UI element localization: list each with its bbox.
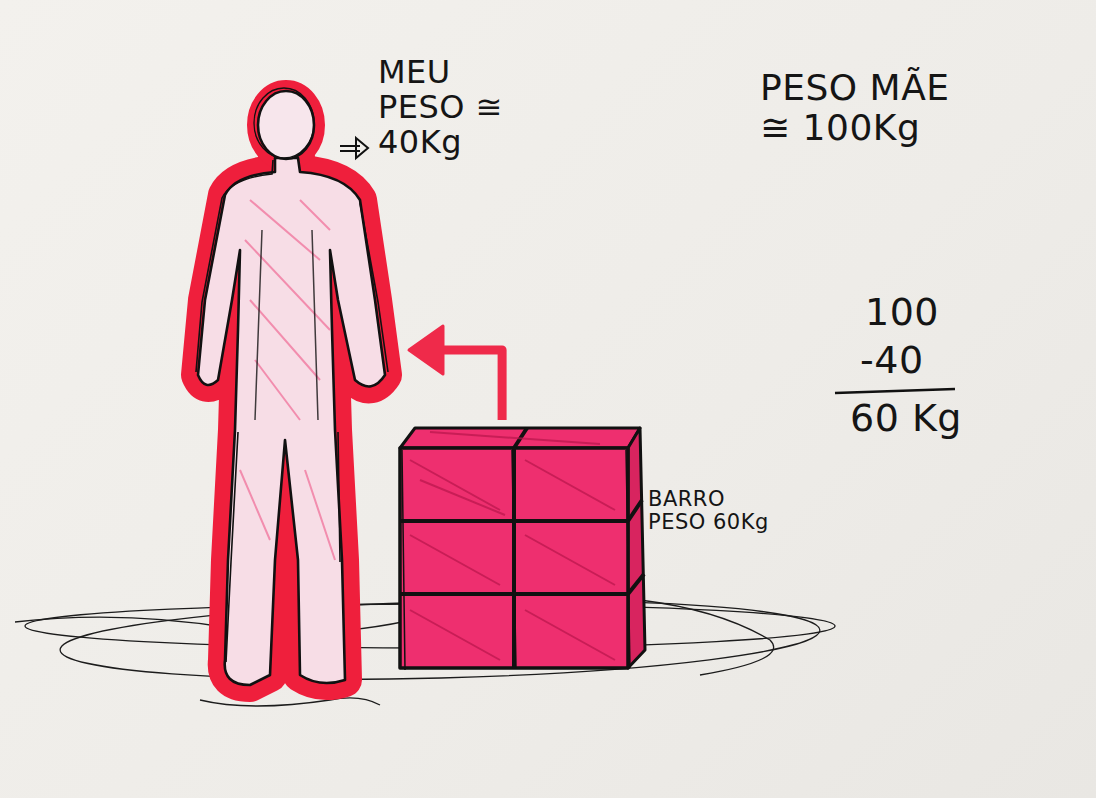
subtraction-bar: [835, 389, 955, 393]
leader-arrow: [340, 138, 368, 158]
move-arrow: [409, 326, 502, 420]
note-label: PESO MÃE ≅ 100Kg: [760, 68, 980, 147]
clay-block-stack: [400, 428, 645, 670]
arrow-head: [409, 326, 443, 374]
note-label: 60 Kg: [850, 398, 1050, 440]
human-figure: [196, 88, 388, 685]
arrow-shaft: [439, 350, 502, 420]
diagram-node: MEU PESO ≅ 40Kg: [185, 85, 405, 695]
note-label: -40: [860, 340, 970, 382]
node-caption: BARRO PESO 60Kg: [648, 488, 776, 534]
diagram-node: BARRO PESO 60Kg: [395, 420, 650, 672]
note-label: 100: [865, 292, 975, 334]
node-caption: MEU PESO ≅ 40Kg: [378, 55, 518, 161]
